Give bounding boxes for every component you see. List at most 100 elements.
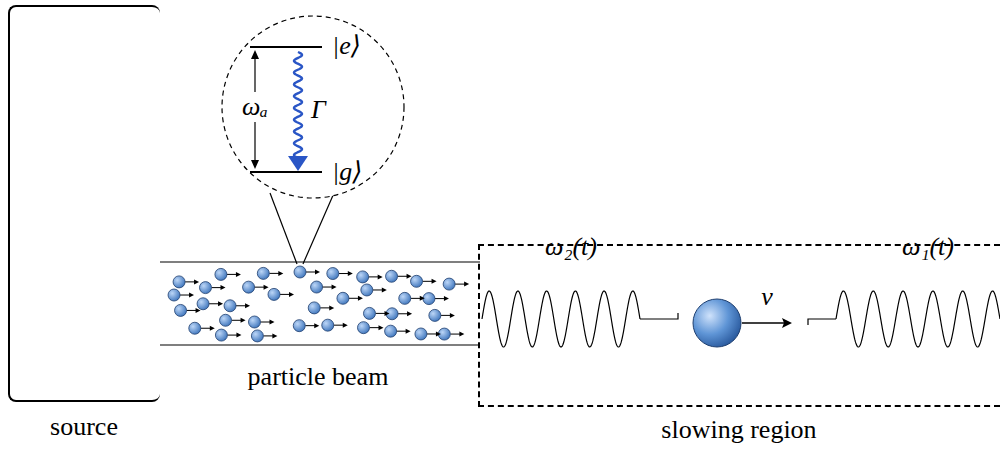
beam-particle: [251, 330, 277, 342]
beam-wall: [160, 344, 480, 345]
velocity-label: v: [761, 282, 773, 312]
particle: [423, 293, 435, 305]
particle-arrowhead: [432, 279, 437, 284]
particle: [175, 304, 187, 316]
particle-arrowhead: [444, 296, 449, 301]
state-label: |g⟩: [332, 157, 362, 187]
particle-arrowhead: [278, 271, 283, 276]
particle: [215, 268, 227, 280]
particle-arrowhead: [289, 292, 294, 297]
beam-particle: [357, 322, 383, 334]
beam-particle: [308, 302, 334, 314]
particle-arrowhead: [332, 285, 337, 290]
particle: [385, 325, 397, 337]
wave-tail: [808, 319, 836, 325]
particle: [224, 300, 236, 312]
particle: [357, 271, 369, 283]
particle-arrowhead: [220, 285, 225, 290]
particle: [293, 320, 305, 332]
level-inset: |e⟩ωₐΓ|g⟩: [221, 15, 405, 199]
particle-arrowhead: [382, 287, 387, 292]
particle: [357, 322, 369, 334]
beam-particles: [168, 266, 469, 342]
particle: [189, 322, 201, 334]
particle-arrowhead: [210, 326, 215, 331]
wave-label: ω₁(t): [902, 232, 954, 262]
particle: [251, 330, 263, 342]
laser-waves: [482, 291, 1000, 347]
beam-particle: [243, 281, 269, 293]
particle: [248, 316, 260, 328]
particle: [220, 314, 232, 326]
beam-particle: [386, 270, 412, 282]
particle-arrowhead: [241, 318, 246, 323]
decay-arrow: [294, 52, 302, 158]
particle: [411, 275, 423, 287]
particle: [429, 309, 441, 321]
particle-arrowhead: [459, 332, 464, 337]
wave-label: ω₂(t): [545, 232, 597, 262]
decay-arrowhead: [288, 156, 308, 171]
slowed-particle: [693, 299, 741, 347]
beam-particle: [429, 309, 455, 321]
particle-arrowhead: [245, 303, 250, 308]
excited-level: [250, 46, 322, 48]
inset-circle: [222, 16, 404, 198]
beam-particle: [399, 292, 425, 304]
state-label: |e⟩: [332, 31, 361, 61]
region-label: slowing region: [661, 415, 816, 445]
source-label: source: [50, 412, 118, 442]
beam-particle: [189, 322, 215, 334]
beam-particle: [293, 320, 319, 332]
particle-arrowhead: [407, 311, 412, 316]
velocity-arrowhead: [782, 318, 792, 328]
particle: [311, 281, 323, 293]
beam-particle: [411, 275, 437, 287]
particle: [197, 298, 209, 310]
particle-arrowhead: [378, 325, 383, 330]
beam-particle: [386, 308, 412, 320]
laser-wave: [836, 291, 1000, 347]
particle: [308, 302, 320, 314]
particle-arrowhead: [407, 274, 412, 279]
particle: [363, 307, 375, 319]
particle: [294, 266, 306, 278]
wave-tail: [640, 313, 678, 319]
beam-particle: [423, 293, 449, 305]
beam-particle: [199, 282, 225, 294]
particle: [322, 319, 334, 331]
particle: [361, 284, 373, 296]
particle: [415, 328, 427, 340]
particle-arrowhead: [264, 285, 269, 290]
beam-particle: [215, 268, 241, 280]
beam-particle: [257, 267, 283, 279]
beam-particle: [357, 271, 383, 283]
particle-arrowhead: [343, 323, 348, 328]
beam-particle: [443, 278, 469, 290]
beam-wall: [160, 261, 480, 262]
beam-particle: [438, 328, 464, 340]
particle: [337, 292, 349, 304]
beam-particle: [322, 319, 348, 331]
zoom-line: [303, 193, 334, 264]
beam-particle: [337, 292, 363, 304]
particle-arrowhead: [194, 279, 199, 284]
particle-arrowhead: [378, 274, 383, 279]
particle: [243, 281, 255, 293]
beam-particle: [168, 289, 194, 301]
beam-particle: [268, 288, 294, 300]
decay-rate: Γ: [311, 95, 326, 125]
beam-particle: [415, 328, 441, 340]
particle-arrowhead: [269, 320, 274, 325]
beam-particle: [363, 307, 389, 319]
beam-particle: [294, 266, 320, 278]
particle-arrowhead: [464, 282, 469, 287]
particle: [399, 292, 411, 304]
particle-arrowhead: [329, 305, 334, 310]
beam-particle: [248, 316, 274, 328]
particle-arrowhead: [315, 270, 320, 275]
particle-arrowhead: [218, 301, 223, 306]
particle: [173, 276, 185, 288]
